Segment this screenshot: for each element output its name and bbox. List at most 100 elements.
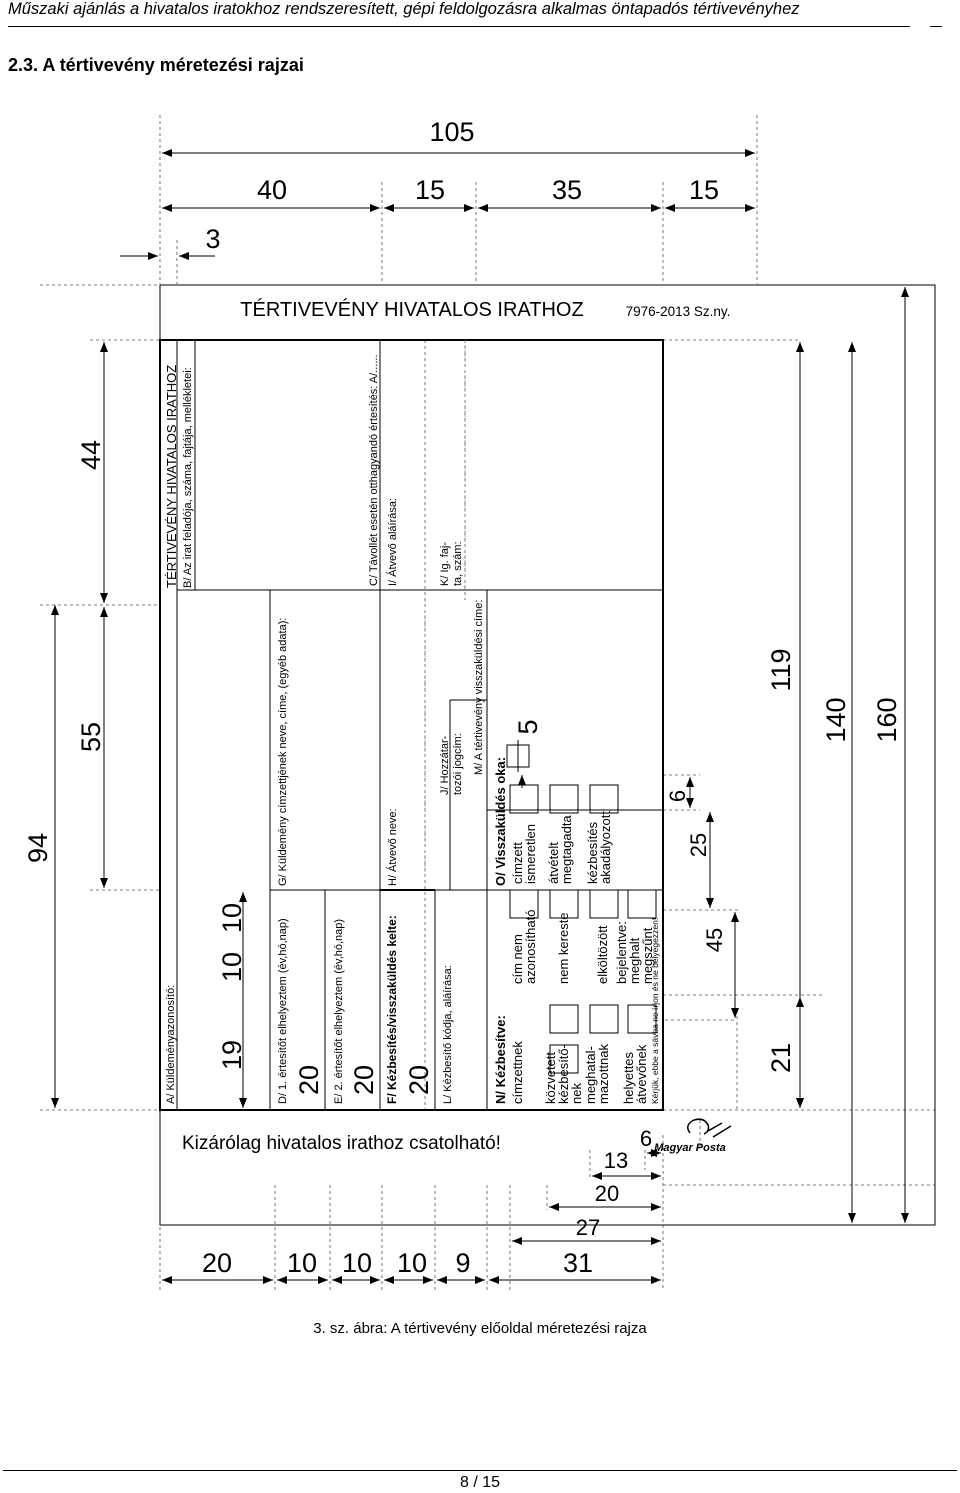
year-prefixes: 20 20 20 <box>294 1065 434 1095</box>
field-c-label: C/ Távollét esetén otthagyandó értesítés… <box>368 354 380 586</box>
o-option-label: elköltözött <box>595 925 610 984</box>
o-option-label: átvételt <box>546 842 561 884</box>
dimension-labels-small: 6 25 45 27 20 13 6 <box>576 790 727 1240</box>
dim-b10b: 10 <box>342 1248 372 1278</box>
field-o-label: O/ Visszaküldés oka: <box>493 757 508 886</box>
field-h-label: H/ Átvevő neve: <box>386 808 399 886</box>
dim-119: 119 <box>766 648 796 691</box>
field-k-label-1: K/ Ig. faj- <box>439 542 451 586</box>
n-option-label: közvetett <box>543 1052 558 1104</box>
field-b-label: B/ Az irat feladója, száma, fajtája, mel… <box>182 367 194 588</box>
checkbox-size-glyph <box>506 740 530 772</box>
field-d-label: D/ 1. értesítőt elhelyeztem (év,hó,nap) <box>277 918 289 1104</box>
year-d: 20 <box>294 1065 324 1095</box>
dim-25: 25 <box>686 833 711 857</box>
field-e-label: E/ 2. értesítőt elhelyeztem (év,hó,nap) <box>333 919 345 1104</box>
n-option-label: átvevőnek <box>634 1044 649 1104</box>
n-option-label: helyettes <box>621 1051 636 1104</box>
dim-b9: 9 <box>455 1248 470 1278</box>
dim-b27: 27 <box>576 1215 600 1240</box>
dimension-arrows <box>51 149 909 1284</box>
dim-6v: 6 <box>665 790 690 802</box>
o-option-label: megtagadta <box>559 815 574 884</box>
o-option-label: kézbesítés <box>585 821 600 884</box>
dim-b13: 13 <box>604 1148 628 1173</box>
o-option-label: címzett <box>510 842 525 884</box>
n-option-label: meghatal- <box>583 1046 598 1104</box>
n-option-label: mazottnak <box>596 1044 611 1104</box>
dim-b31: 31 <box>563 1248 593 1278</box>
dim-b20: 20 <box>202 1248 232 1278</box>
checkbox-grid <box>509 784 657 1074</box>
dim-40: 40 <box>257 175 287 205</box>
field-l-label: L/ Kézbesítő kódja, aláírása: <box>442 965 454 1104</box>
dim-94: 94 <box>23 833 53 863</box>
o-option-label: azonosítható <box>523 910 538 984</box>
dim-b10c: 10 <box>397 1248 427 1278</box>
dim-21: 21 <box>766 1043 796 1073</box>
dim-10b: 10 <box>217 903 247 933</box>
checkbox-o-3 <box>589 889 619 919</box>
dim-15b: 15 <box>689 175 719 205</box>
dim-105: 105 <box>429 117 474 147</box>
checkbox-o-1 <box>509 889 539 919</box>
dim-55: 55 <box>76 722 106 752</box>
form-grid-lines <box>176 340 663 1110</box>
page-number: 8 / 15 <box>459 1474 501 1491</box>
field-f-label: F/ Kézbesítés/visszaküldés kelte: <box>385 915 399 1104</box>
header-rule <box>8 26 910 27</box>
checkbox-o-2 <box>549 889 579 919</box>
dim-19: 19 <box>217 1040 247 1070</box>
dim-b10a: 10 <box>287 1248 317 1278</box>
checkbox-n-4 <box>627 1004 657 1034</box>
dimension-labels: 105 40 15 35 15 3 94 55 44 19 10 10 119 … <box>23 117 902 1278</box>
o-option-label: akadályozott <box>598 811 613 884</box>
o-option-label: nem kereste <box>556 912 571 984</box>
year-f: 20 <box>404 1065 434 1095</box>
checkbox-o-5 <box>509 784 539 814</box>
checkbox-o-6 <box>549 784 579 814</box>
dim-44: 44 <box>76 440 106 470</box>
dim-5: 5 <box>513 719 543 734</box>
dim-b6: 6 <box>640 1126 652 1151</box>
running-header: Műszaki ajánlás a hivatalos iratokhoz re… <box>8 0 800 18</box>
card-footer-note: Kizárólag hivatalos irathoz csatolható! <box>182 1133 501 1154</box>
field-i-label: I/ Átvevő aláírása: <box>386 498 399 586</box>
header-rule-end <box>930 26 942 27</box>
checkbox-n-2 <box>549 1044 579 1074</box>
field-n-label: N/ Kézbesítve: <box>493 1015 508 1104</box>
o-option-label: cím nem <box>510 934 525 984</box>
checkbox-n-1 <box>549 1004 579 1034</box>
dim-b20b: 20 <box>595 1181 619 1206</box>
logo-text: Magyar Posta <box>654 1142 726 1154</box>
dim-3: 3 <box>205 224 220 254</box>
footer-rule <box>3 1470 957 1471</box>
field-g-label: G/ Küldemény címzettjének neve, címe, (e… <box>277 618 289 886</box>
form-field-labels: A/ Küldeményazonosító: TÉRTIVEVÉNY HIVAT… <box>164 354 660 1104</box>
dim-35: 35 <box>552 175 582 205</box>
o-option-label: meghalt <box>627 937 642 984</box>
field-m-label: M/ A tértivevény visszaküldési címe: <box>473 600 485 775</box>
field-k-label-2: ta, szám: <box>452 541 464 586</box>
dim-45: 45 <box>702 928 727 952</box>
norm-number: 7976-2013 Sz.ny. <box>626 304 731 319</box>
notice-strip-label: Kérjük, ebbe a sávba ne írjon és ne bély… <box>650 918 660 1104</box>
n-option-label: címzettnek <box>510 1041 525 1104</box>
dim-140: 140 <box>821 697 851 742</box>
side-title: TÉRTIVEVÉNY HIVATALOS IRATHOZ <box>164 365 179 588</box>
n-option-label: kézbesítő- <box>556 1044 571 1104</box>
card-title: TÉRTIVEVÉNY HIVATALOS IRATHOZ <box>240 298 583 321</box>
field-a-label: A/ Küldeményazonosító: <box>165 985 177 1104</box>
o-option-label: ismeretlen <box>523 824 538 884</box>
year-e: 20 <box>349 1065 379 1095</box>
n-option-label: nek <box>569 1083 584 1104</box>
o-option-label: megszűnt <box>640 927 655 984</box>
field-j-label-2: tozói jogcím: <box>452 733 464 795</box>
checkbox-n-3 <box>589 1004 619 1034</box>
dim-10a: 10 <box>217 952 247 982</box>
section-title: 2.3. A tértivevény méretezési rajzai <box>8 55 304 75</box>
dim-15a: 15 <box>415 175 445 205</box>
